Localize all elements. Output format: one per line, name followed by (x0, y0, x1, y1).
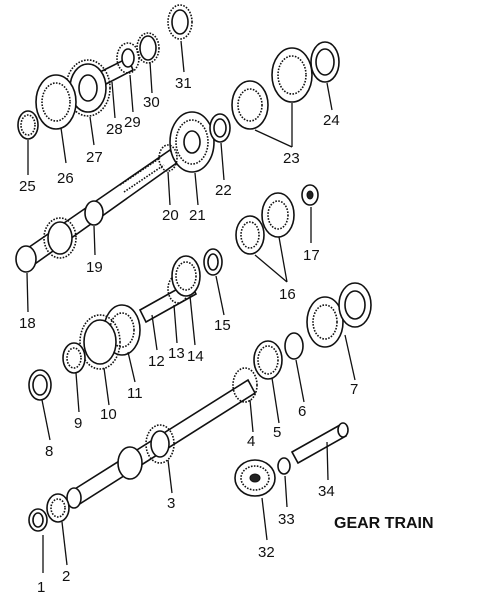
callout-3: 3 (167, 495, 175, 512)
gear-26 (35, 74, 77, 130)
washer-1 (28, 508, 48, 532)
counter-shaft (66, 367, 258, 509)
callout-31: 31 (175, 75, 192, 92)
gear-29 (116, 42, 140, 74)
callout-10: 10 (100, 406, 117, 423)
pin-34 (290, 422, 349, 465)
bearing-9 (62, 342, 86, 374)
gear-30 (136, 32, 160, 64)
callout-16: 16 (279, 286, 296, 303)
callout-25: 25 (19, 178, 36, 195)
callout-26: 26 (57, 170, 74, 187)
bearing-25 (17, 110, 39, 140)
callout-24: 24 (323, 112, 340, 129)
callout-28: 28 (106, 121, 123, 138)
callout-labels: 1 2 3 4 5 6 7 8 9 10 11 12 13 14 15 16 1… (19, 75, 358, 596)
callout-8: 8 (45, 443, 53, 460)
ring-15 (203, 248, 223, 276)
callout-15: 15 (214, 317, 231, 334)
diagram-title: GEAR TRAIN (334, 515, 434, 532)
callout-22: 22 (215, 182, 232, 199)
callout-19: 19 (86, 259, 103, 276)
callout-33: 33 (278, 511, 295, 528)
gear-31 (167, 4, 193, 40)
callout-27: 27 (86, 149, 103, 166)
callout-18: 18 (19, 315, 36, 332)
leader-lines (26, 40, 356, 573)
gear-14 (171, 255, 201, 297)
main-shaft-upper (15, 148, 180, 273)
callout-6: 6 (298, 403, 306, 420)
washer-33 (277, 457, 291, 475)
callout-13: 13 (168, 345, 185, 362)
callout-23: 23 (283, 150, 300, 167)
callout-1: 1 (37, 579, 45, 596)
gear-5 (253, 340, 283, 380)
ring-22 (209, 113, 231, 143)
callout-30: 30 (143, 94, 160, 111)
callout-9: 9 (74, 415, 82, 432)
bearing-2 (46, 493, 70, 523)
callout-29: 29 (124, 114, 141, 131)
callout-4: 4 (247, 433, 255, 450)
callout-34: 34 (318, 483, 335, 500)
synchro-7 (306, 282, 372, 348)
ring-6 (284, 332, 304, 360)
gear-21 (169, 111, 215, 173)
bearing-23 (231, 47, 313, 130)
synchro-24 (310, 41, 340, 83)
gear-10 (79, 314, 121, 370)
callout-11: 11 (127, 385, 143, 402)
gear-20 (158, 144, 178, 172)
ring-8 (28, 369, 52, 401)
callout-21: 21 (189, 207, 206, 224)
callout-20: 20 (162, 207, 179, 224)
callout-2: 2 (62, 568, 70, 585)
callout-32: 32 (258, 544, 275, 561)
callout-17: 17 (303, 247, 320, 264)
gear-32 (234, 459, 276, 497)
washer-17 (301, 184, 319, 206)
callout-14: 14 (187, 348, 204, 365)
callout-12: 12 (148, 353, 165, 370)
bearing-16 (235, 192, 295, 255)
callout-7: 7 (350, 381, 358, 398)
callout-5: 5 (273, 424, 281, 441)
